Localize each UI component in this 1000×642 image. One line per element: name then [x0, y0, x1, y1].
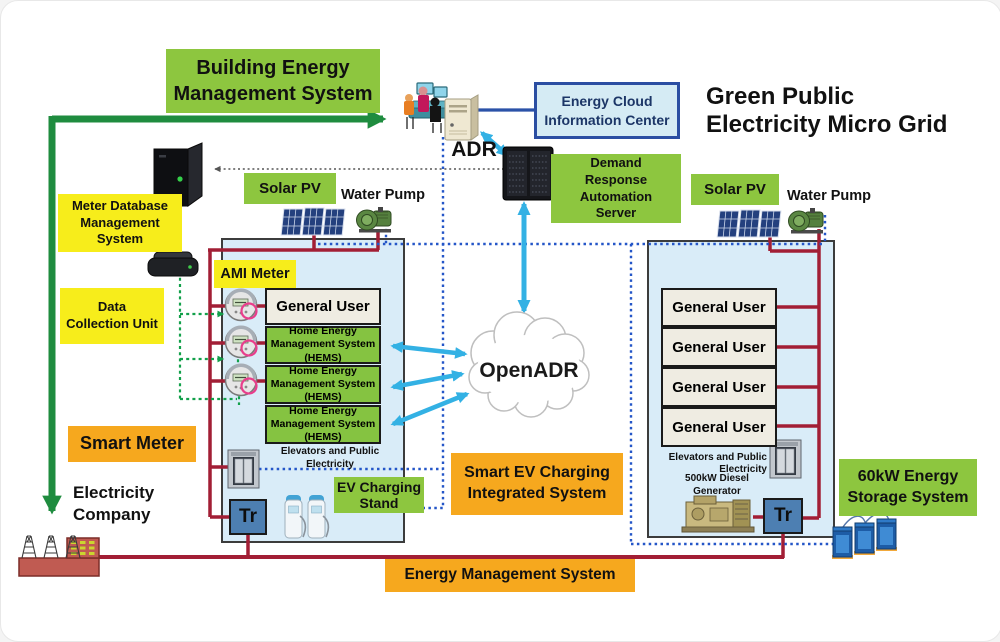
solar-pv-text: Solar PV	[259, 179, 321, 197]
power-lines-right-building	[753, 229, 821, 558]
green-grid-arrow	[42, 109, 387, 515]
elevators-left-label: Elevators and Public Electricity	[262, 446, 398, 470]
desktop-server-icon	[444, 94, 479, 141]
ems-label: Energy Management System	[385, 559, 635, 592]
elevators-text: Elevators and Public Electricity	[280, 446, 380, 470]
openadr-cloud-icon	[468, 311, 590, 418]
hems-text: Home Energy Management System (HEMS)	[270, 364, 376, 404]
hems-unit: Home Energy Management System (HEMS)	[265, 365, 381, 404]
general-user-unit: General User	[661, 327, 777, 367]
general-user-unit: General User	[661, 288, 777, 327]
dcu-label: Data Collection Unit	[60, 288, 164, 344]
electricity-company-label: Electricity Company	[73, 483, 193, 525]
general-user-text: General User	[672, 338, 766, 356]
general-user-text: General User	[672, 418, 766, 436]
diesel-generator-label: 500kW Diesel Generator	[663, 473, 771, 497]
transformer-right: Tr	[763, 498, 803, 534]
smart-meter-icon	[224, 363, 258, 397]
ev-charging-stand-icon	[284, 495, 330, 539]
general-user-unit: General User	[661, 407, 777, 447]
water-pump-icon	[788, 208, 824, 234]
energy-cloud-box: Energy Cloud Information Center	[534, 82, 680, 139]
smart-meter-icon	[224, 325, 258, 359]
control-room-icon	[404, 82, 454, 133]
smart-meter-label: Smart Meter	[68, 426, 196, 462]
water-pump-left-label: Water Pump	[339, 185, 427, 205]
meter-db-label: Meter Database Management System	[58, 194, 182, 252]
general-user-unit: General User	[265, 288, 381, 325]
bems-label: Building Energy Management System	[166, 49, 380, 113]
adr-label: ADR	[444, 137, 504, 163]
water-pump-right-label: Water Pump	[785, 186, 873, 206]
solar-pv-left-label: Solar PV	[244, 173, 336, 204]
transformer-left: Tr	[229, 499, 267, 535]
tower-server-icon	[153, 142, 203, 207]
general-user-text: General User	[672, 378, 766, 396]
power-plant-icon	[18, 535, 100, 577]
general-user-unit: General User	[661, 367, 777, 407]
dras-label: Demand Response Automation Server	[551, 154, 681, 223]
bems-text: Building Energy Management System	[173, 57, 373, 105]
openadr-label: OpenADR	[479, 359, 578, 382]
meter-db-text: Meter Database Management System	[71, 197, 169, 247]
solar-pv-text: Solar PV	[704, 180, 766, 198]
water-pump-text: Water Pump	[340, 186, 426, 203]
elevator-icon	[227, 449, 260, 489]
elevators-right-label: Elevators and Public Electricity	[661, 451, 767, 477]
general-user-text: General User	[276, 298, 370, 315]
rack-server-icon	[502, 146, 554, 201]
solar-panel-icon	[280, 207, 346, 236]
tr-text: Tr	[239, 506, 257, 527]
ami-meter-text: AMI Meter	[220, 265, 290, 282]
energy-cloud-text: Energy Cloud Information Center	[544, 93, 670, 128]
elevators-text: Elevators and Public Electricity	[668, 451, 767, 476]
dcu-text: Data Collection Unit	[66, 299, 158, 331]
page-title-text: Green Public Electricity Micro Grid	[706, 83, 948, 138]
diesel-generator-text: 500kW Diesel Generator	[685, 472, 749, 497]
battery-storage-icon	[832, 512, 897, 559]
hems-text: Home Energy Management System (HEMS)	[270, 404, 376, 444]
water-pump-text: Water Pump	[786, 187, 872, 204]
ev-stand-text: EV Charging Stand	[336, 478, 421, 511]
data-collection-router-icon	[147, 251, 199, 277]
page-title: Green Public Electricity Micro Grid	[706, 81, 996, 141]
ami-meter-label: AMI Meter	[214, 260, 296, 288]
ems-text: Energy Management System	[404, 566, 616, 584]
hems-unit: Home Energy Management System (HEMS)	[265, 405, 381, 444]
electricity-company-text: Electricity Company	[73, 482, 155, 524]
solar-panel-icon	[716, 209, 782, 238]
water-pump-icon	[356, 207, 392, 233]
dras-text: Demand Response Automation Server	[579, 154, 653, 221]
solar-pv-right-label: Solar PV	[691, 174, 779, 205]
diesel-generator-icon	[681, 495, 755, 533]
smart-ev-text: Smart EV Charging Integrated System	[464, 464, 610, 502]
adr-text: ADR	[451, 138, 497, 162]
ess-label: 60kW Energy Storage System	[839, 459, 977, 516]
tr-text: Tr	[774, 505, 792, 526]
hems-unit: Home Energy Management System (HEMS)	[265, 325, 381, 364]
smart-meter-text: Smart Meter	[79, 433, 185, 454]
smart-meter-icon	[224, 288, 258, 322]
hems-text: Home Energy Management System (HEMS)	[270, 325, 376, 364]
general-user-text: General User	[672, 299, 766, 316]
smart-ev-label: Smart EV Charging Integrated System	[451, 453, 623, 515]
cyan-adr-arrows	[390, 131, 531, 427]
ess-text: 60kW Energy Storage System	[847, 467, 969, 506]
ev-charging-stand-label: EV Charging Stand	[334, 477, 424, 513]
